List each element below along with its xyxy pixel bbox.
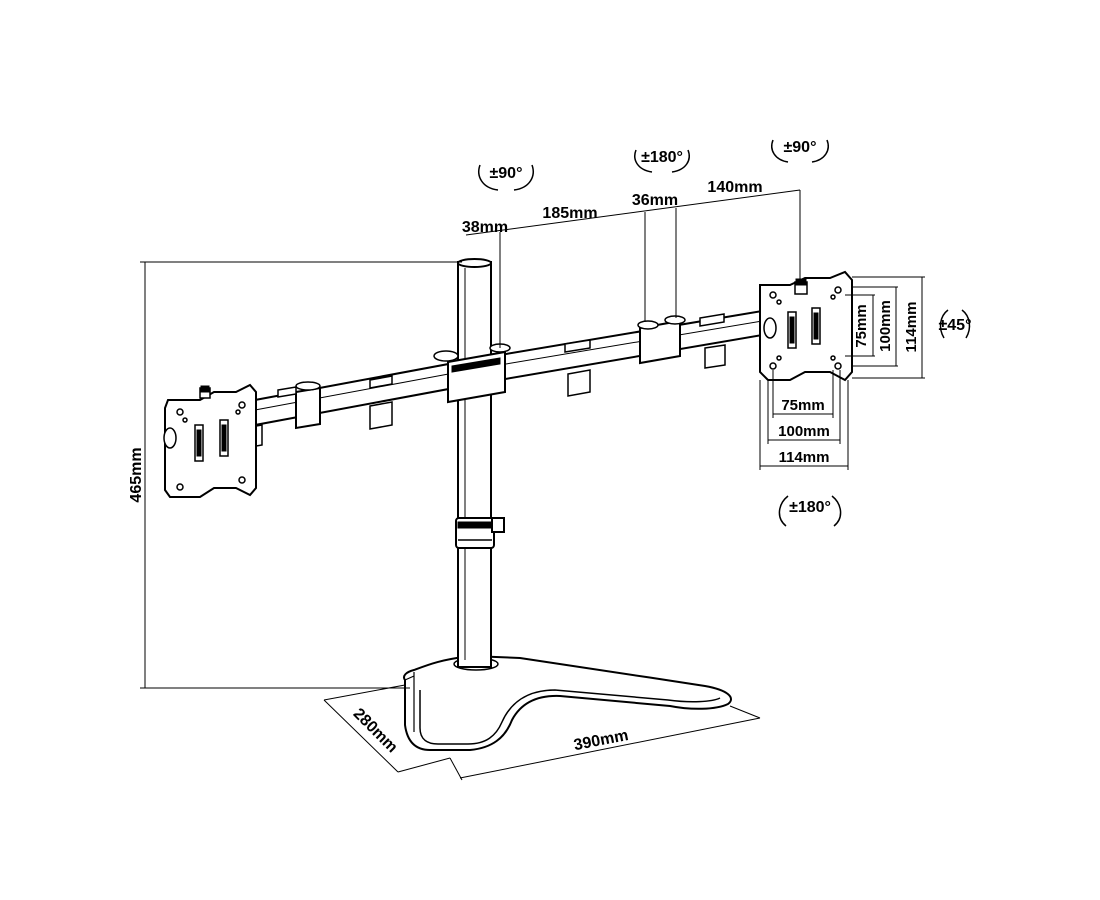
vesa-v100-label: 100mm [877, 300, 894, 352]
right-vesa-plate [759, 270, 853, 382]
joint-gap-label: 36mm [632, 192, 678, 209]
vesa-v114-label: 114mm [903, 302, 920, 353]
base-depth-label: 280mm [350, 705, 401, 756]
arm-joint-label: ±180° [641, 149, 683, 166]
vertical-pole [457, 258, 492, 668]
arm-segment-label: 185mm [542, 205, 597, 222]
rotation-arrows [478, 139, 971, 527]
arm-end-label: 140mm [707, 179, 762, 196]
dimension-lines [140, 189, 925, 781]
vesa-h114-label: 114mm [779, 449, 830, 466]
vesa-h100-label: 100mm [778, 423, 830, 440]
head-swivel-label: ±90° [784, 139, 817, 156]
height-label: 465mm [128, 447, 145, 502]
vesa-v75-label: 75mm [853, 304, 870, 347]
pole-offset-label: 38mm [462, 219, 508, 236]
vesa-h75-label: 75mm [781, 397, 824, 414]
tilt-label: ±45° [939, 317, 972, 334]
rotate-label: ±180° [789, 499, 831, 516]
dual-arm [243, 306, 781, 449]
pole-swivel-label: ±90° [490, 165, 523, 182]
stand-base [403, 654, 732, 751]
cable-clip [455, 517, 505, 549]
left-vesa-plate [163, 383, 257, 498]
